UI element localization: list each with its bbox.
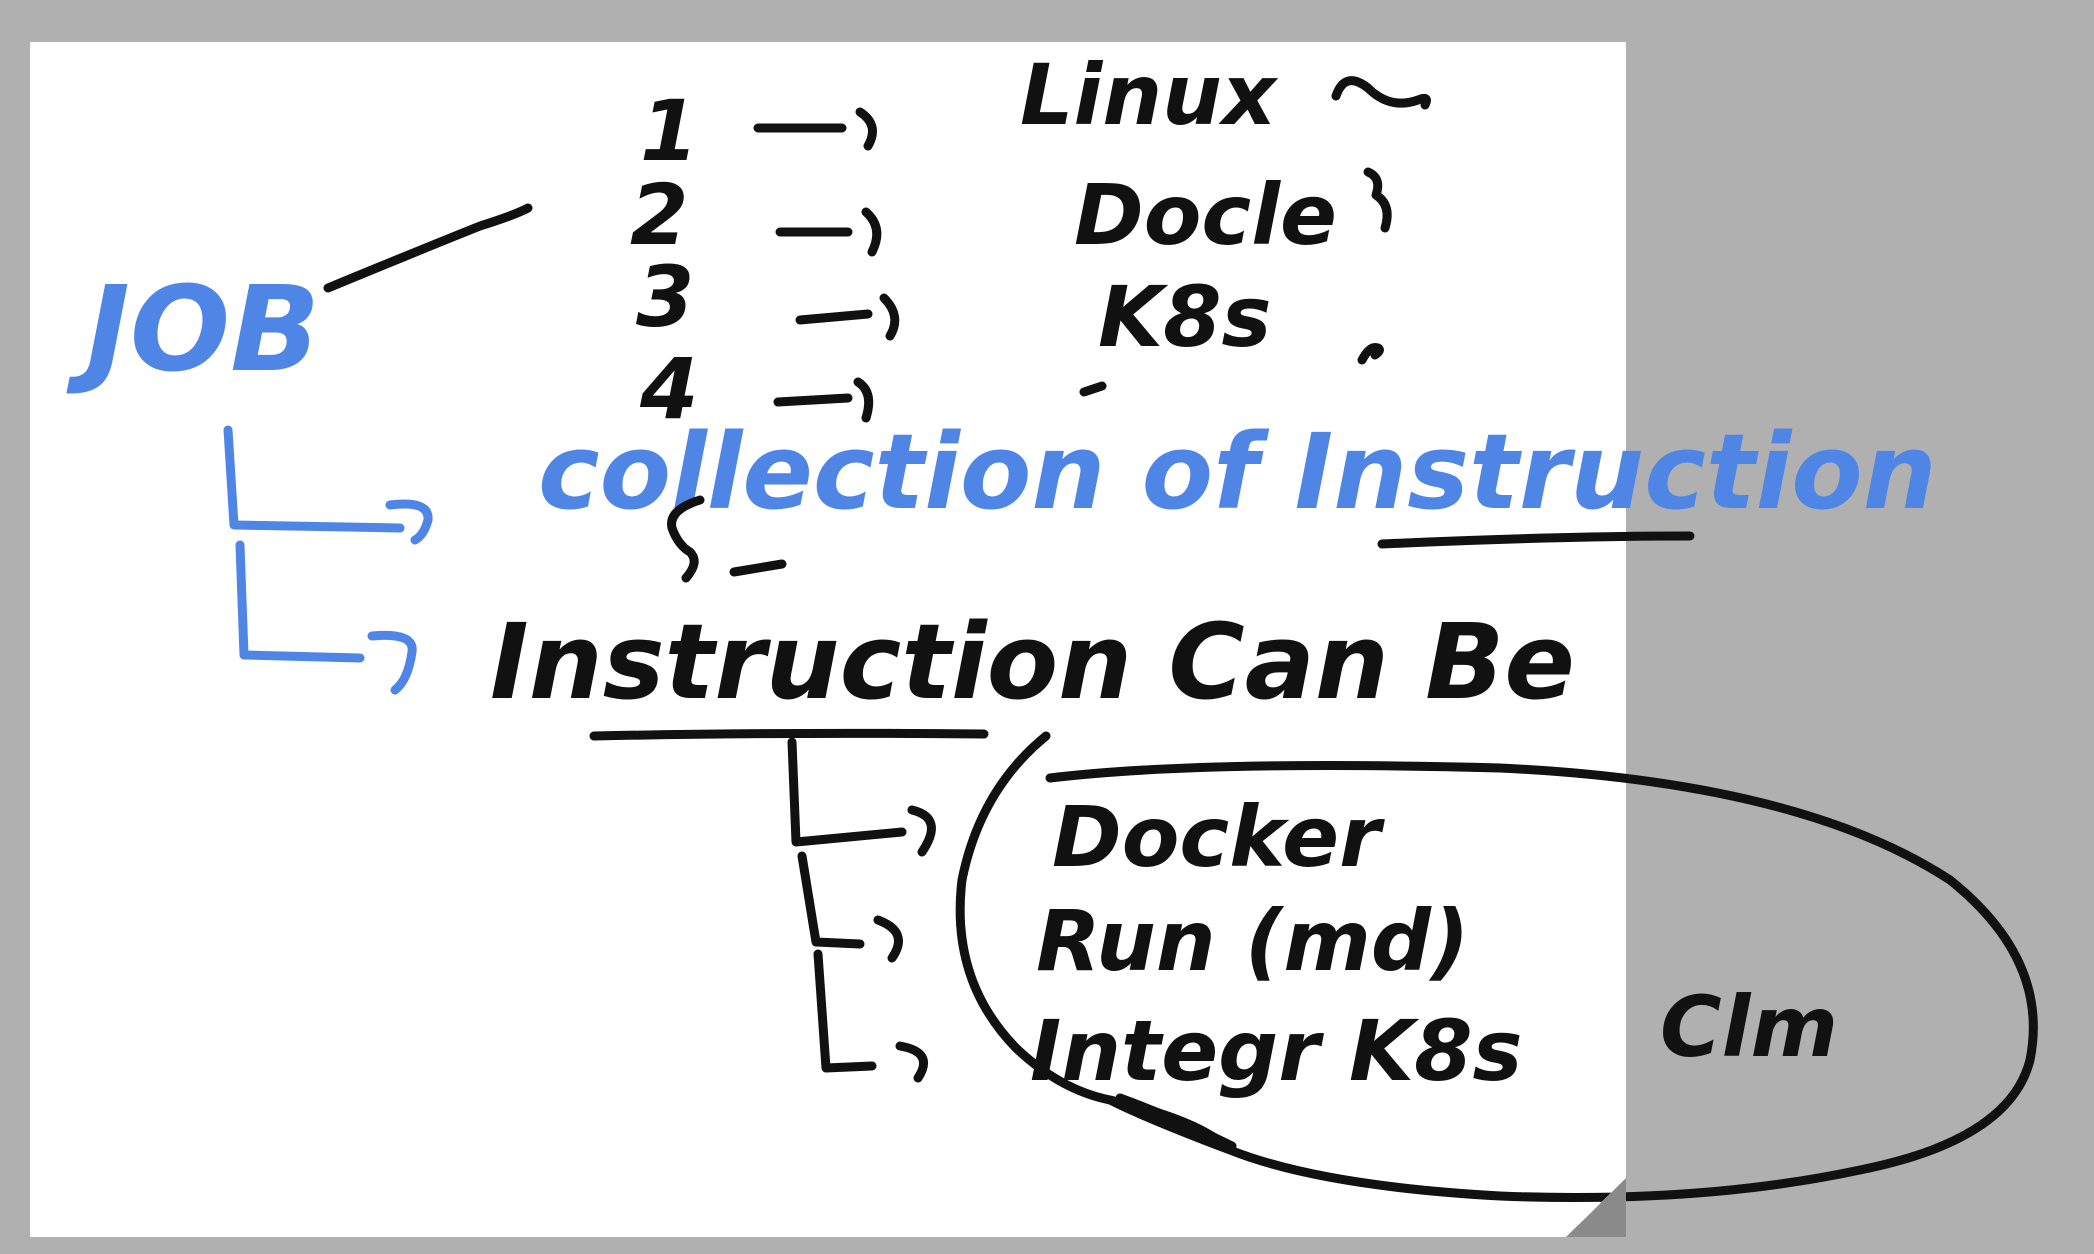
step-3-text: K8s (1098, 268, 1272, 366)
step-4-number: 4 (639, 340, 698, 438)
arrow-4-stroke (773, 377, 874, 423)
job-branch-1-stroke (223, 425, 433, 545)
black-ink-strokes (323, 76, 2038, 1203)
list-tick-stroke (1357, 343, 1384, 365)
option-run-cmd: Run (md) (1036, 892, 1469, 990)
step-1-number: 1 (640, 82, 698, 180)
step-3-number: 3 (636, 248, 694, 346)
instruction-underline-stroke (1377, 531, 1695, 549)
blue-ink-strokes (223, 425, 433, 695)
options-loop-tail-stroke (1115, 1093, 1237, 1151)
instruction-phrase: Instruction Can Be (490, 601, 1575, 723)
instruction-black-underline-stroke (589, 728, 989, 741)
list-curl-stroke (1331, 76, 1431, 110)
list-dash-stroke (1079, 381, 1107, 397)
option-branch-1-stroke (787, 737, 936, 857)
options-loop-stroke (1045, 761, 2038, 1203)
step-1-text: Linux (1020, 46, 1279, 144)
job-label: JOB (66, 260, 320, 398)
job-branch-2-stroke (235, 540, 417, 695)
options-bracket-stroke (955, 731, 1115, 1105)
arrow-3-stroke (795, 293, 900, 341)
job-to-list-stroke (323, 203, 533, 293)
collection-phrase: collection of Instruction (538, 411, 1937, 533)
page-curl-icon[interactable] (1566, 1178, 1626, 1237)
step-2-number: 2 (630, 166, 688, 264)
option-branch-3-stroke (813, 949, 928, 1083)
option-integr-k8s: Integr K8s (1030, 1002, 1523, 1100)
list-bracket-stroke (1363, 167, 1392, 233)
arrow-2-stroke (775, 207, 882, 257)
option-branch-2-stroke (797, 851, 903, 963)
list-dash-2-stroke (729, 559, 787, 577)
side-note-clm: Clm (1660, 978, 1838, 1076)
arrow-1-stroke (753, 107, 877, 151)
list-brace-stroke (667, 495, 705, 583)
option-docker: Docker (1052, 788, 1385, 886)
step-2-text: Docle (1074, 166, 1337, 264)
